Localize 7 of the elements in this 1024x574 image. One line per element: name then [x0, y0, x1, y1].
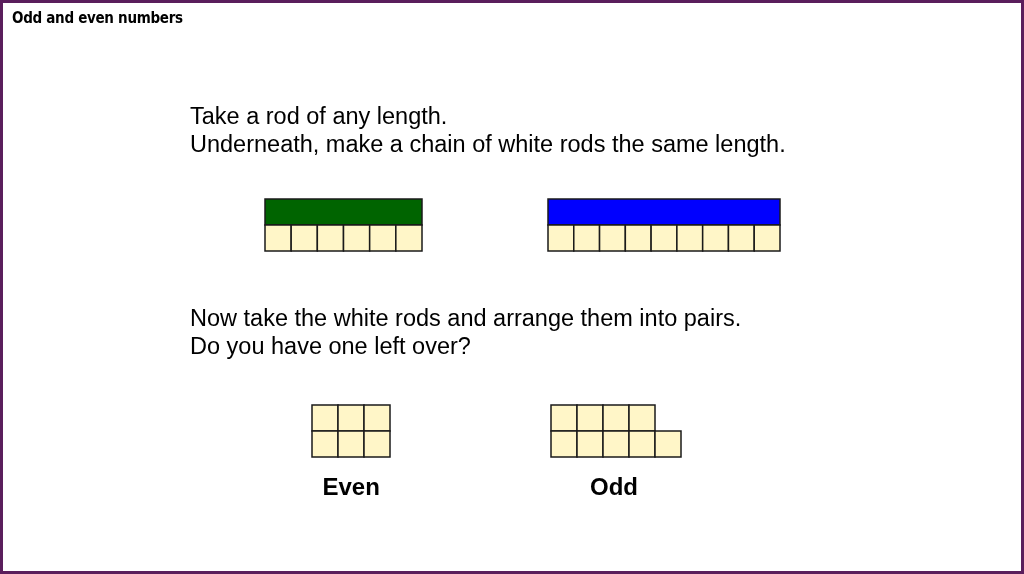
instruction-text: Take a rod of any length. [190, 102, 448, 130]
question-text: Do you have one left over? [190, 332, 471, 360]
caption-label: Even [322, 473, 380, 501]
instruction-text: Underneath, make a chain of white rods the same length. [190, 130, 786, 158]
instruction-text: Now take the white rods and arrange them into pairs. [190, 304, 742, 332]
caption-label: Odd [590, 473, 638, 501]
slide-title: Odd and even numbers [12, 9, 183, 27]
